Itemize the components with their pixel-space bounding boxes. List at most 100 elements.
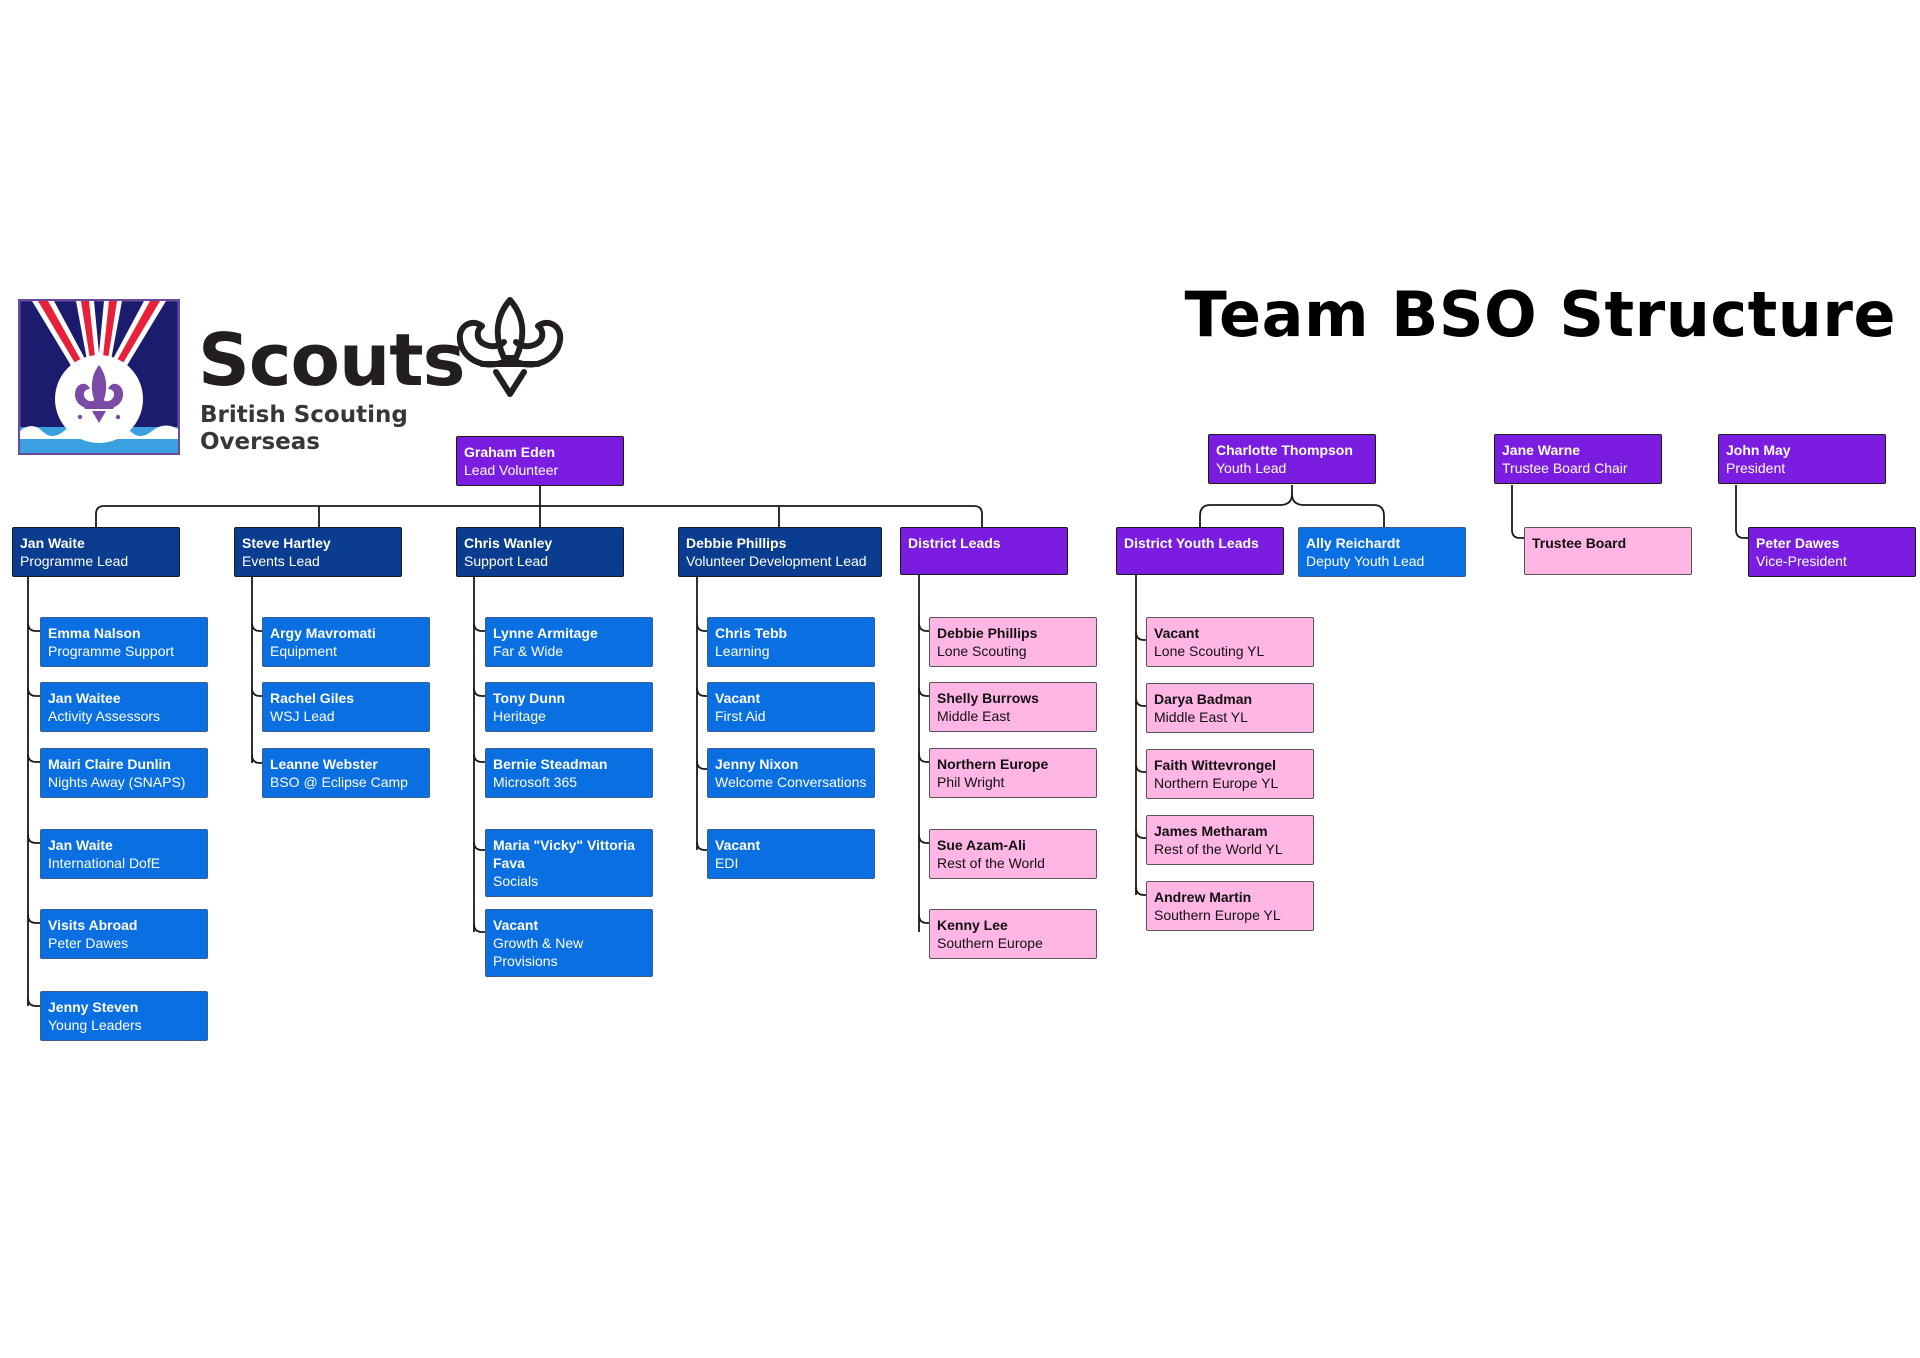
node-mairi-claire-dunlin: Mairi Claire Dunlin Nights Away (SNAPS): [40, 748, 208, 798]
node-tony-dunn: Tony Dunn Heritage: [485, 682, 653, 732]
node-name: Maria "Vicky" Vittoria Fava: [493, 837, 635, 871]
node-name: Faith Wittevrongel: [1154, 757, 1276, 773]
scouts-wordmark: Scouts: [198, 318, 466, 402]
node-role: Lone Scouting YL: [1154, 643, 1265, 659]
node-role: Equipment: [270, 643, 337, 659]
node-rachel-giles: Rachel Giles WSJ Lead: [262, 682, 430, 732]
node-role: BSO @ Eclipse Camp: [270, 774, 408, 790]
node-role: Microsoft 365: [493, 774, 578, 790]
node-name: Trustee Board: [1532, 535, 1627, 551]
node-role: Activity Assessors: [48, 708, 161, 724]
node-role: Northern Europe YL: [1154, 775, 1279, 791]
node-name: Ally Reichardt: [1306, 535, 1401, 551]
node-emma-nalson: Emma Nalson Programme Support: [40, 617, 208, 667]
node-jenny-steven: Jenny Steven Young Leaders: [40, 991, 208, 1041]
node-role: Southern Europe: [937, 935, 1043, 951]
node-name: Jenny Steven: [48, 999, 139, 1015]
node-role: First Aid: [715, 708, 766, 724]
node-darya-badman: Darya Badman Middle East YL: [1146, 683, 1314, 733]
node-jan-waitee: Jan Waitee Activity Assessors: [40, 682, 208, 732]
node-role: Volunteer Development Lead: [686, 553, 867, 569]
node-name: Darya Badman: [1154, 691, 1253, 707]
node-northern-europe: Northern Europe Phil Wright: [929, 748, 1097, 798]
node-kenny-lee: Kenny Lee Southern Europe: [929, 909, 1097, 959]
node-role: Growth & New Provisions: [493, 935, 584, 969]
node-name: Kenny Lee: [937, 917, 1008, 933]
node-name: Jane Warne: [1502, 442, 1581, 458]
logo-subtitle-line2: Overseas: [200, 429, 320, 455]
node-debbie-phillips-lone: Debbie Phillips Lone Scouting: [929, 617, 1097, 667]
node-name: John May: [1726, 442, 1791, 458]
node-andrew-martin: Andrew Martin Southern Europe YL: [1146, 881, 1314, 931]
fleur-de-lis-icon: [456, 297, 564, 397]
node-name: Sue Azam-Ali: [937, 837, 1026, 853]
node-name: Charlotte Thompson: [1216, 442, 1353, 458]
node-role: International DofE: [48, 855, 161, 871]
node-jan-waite-dofe: Jan Waite International DofE: [40, 829, 208, 879]
node-name: Andrew Martin: [1154, 889, 1252, 905]
node-name: Vacant: [715, 837, 761, 853]
node-name: James Metharam: [1154, 823, 1268, 839]
node-name: Jenny Nixon: [715, 756, 799, 772]
node-name: Rachel Giles: [270, 690, 355, 706]
node-name: Peter Dawes: [1756, 535, 1840, 551]
page-title: Team BSO Structure: [1184, 278, 1896, 351]
node-role: Rest of the World: [937, 855, 1045, 871]
node-name: District Youth Leads: [1124, 535, 1259, 551]
node-name: Lynne Armitage: [493, 625, 598, 641]
node-vacant-growth: Vacant Growth & New Provisions: [485, 909, 653, 977]
node-visits-abroad: Visits Abroad Peter Dawes: [40, 909, 208, 959]
node-name: Jan Waite: [48, 837, 113, 853]
node-role: President: [1726, 460, 1786, 476]
node-jenny-nixon: Jenny Nixon Welcome Conversations: [707, 748, 875, 798]
node-role: Middle East: [937, 708, 1011, 724]
node-name: Jan Waite: [20, 535, 85, 551]
node-role: Support Lead: [464, 553, 549, 569]
node-james-metharam: James Metharam Rest of the World YL: [1146, 815, 1314, 865]
node-role: Programme Support: [48, 643, 175, 659]
node-steve-hartley: Steve Hartley Events Lead: [234, 527, 402, 577]
node-vacant-first-aid: Vacant First Aid: [707, 682, 875, 732]
node-role: Learning: [715, 643, 770, 659]
node-name: Visits Abroad: [48, 917, 138, 933]
node-name: Chris Tebb: [715, 625, 788, 641]
node-name: Vacant: [715, 690, 761, 706]
node-vacant-edi: Vacant EDI: [707, 829, 875, 879]
node-role: Welcome Conversations: [715, 774, 867, 790]
node-argy-mavromati: Argy Mavromati Equipment: [262, 617, 430, 667]
node-role: Events Lead: [242, 553, 320, 569]
node-name: Tony Dunn: [493, 690, 566, 706]
node-name: Leanne Webster: [270, 756, 378, 772]
node-name: Vacant: [1154, 625, 1200, 641]
node-role: Youth Lead: [1216, 460, 1287, 476]
node-role: Deputy Youth Lead: [1306, 553, 1425, 569]
node-role: Heritage: [493, 708, 546, 724]
node-charlotte-thompson: Charlotte Thompson Youth Lead: [1208, 434, 1376, 484]
node-sue-azam-ali: Sue Azam-Ali Rest of the World: [929, 829, 1097, 879]
node-role: WSJ Lead: [270, 708, 335, 724]
node-role: Nights Away (SNAPS): [48, 774, 186, 790]
node-jan-waite-programme-lead: Jan Waite Programme Lead: [12, 527, 180, 577]
node-district-youth-leads: District Youth Leads: [1116, 527, 1284, 575]
node-role: EDI: [715, 855, 739, 871]
node-role: Phil Wright: [937, 774, 1005, 790]
node-name: District Leads: [908, 535, 1001, 551]
node-shelly-burrows: Shelly Burrows Middle East: [929, 682, 1097, 732]
node-name: Debbie Phillips: [686, 535, 787, 551]
node-role: Trustee Board Chair: [1502, 460, 1628, 476]
bso-emblem-logo: [18, 299, 180, 455]
node-leanne-webster: Leanne Webster BSO @ Eclipse Camp: [262, 748, 430, 798]
node-role: Rest of the World YL: [1154, 841, 1283, 857]
node-role: Far & Wide: [493, 643, 564, 659]
node-role: Southern Europe YL: [1154, 907, 1281, 923]
node-name: Chris Wanley: [464, 535, 553, 551]
node-role: Middle East YL: [1154, 709, 1248, 725]
node-role: Vice-President: [1756, 553, 1847, 569]
node-debbie-phillips-lead: Debbie Phillips Volunteer Development Le…: [678, 527, 882, 577]
node-chris-wanley: Chris Wanley Support Lead: [456, 527, 624, 577]
node-name: Bernie Steadman: [493, 756, 608, 772]
node-district-leads: District Leads: [900, 527, 1068, 575]
node-role: Lead Volunteer: [464, 462, 559, 478]
node-role: Lone Scouting: [937, 643, 1027, 659]
